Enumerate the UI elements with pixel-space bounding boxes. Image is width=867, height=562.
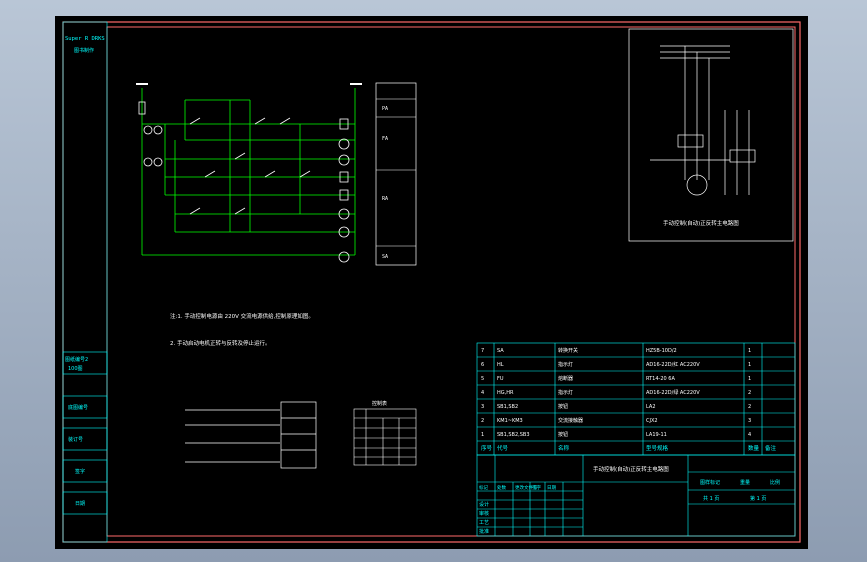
control-table: PA FA RA SA (375, 82, 417, 266)
title-block-craft: 工艺 (479, 520, 489, 526)
control-devices (136, 83, 362, 263)
note-line-1: 注:1. 手动控制电源由 220V 交流电源供给,控制原理如图。 (170, 312, 314, 320)
bom-header-name: 名称 (558, 444, 570, 452)
title-block-scale: 比例 (770, 479, 780, 486)
sidebar-box4: 签字 (75, 468, 85, 475)
bom-cell-name: 交流接触器 (558, 417, 583, 424)
bom-cell-model: LA2 (646, 404, 656, 410)
bom-cell-qty: 1 (748, 362, 751, 368)
bom-cell-code: HL (497, 362, 504, 368)
sidebar-box2: 底图编号 (68, 404, 88, 411)
switch-truth-table-title: 控制表 (372, 400, 387, 407)
bom-cell-no: 2 (481, 418, 484, 424)
sidebar-box1b: 100图 (68, 366, 83, 372)
bom-cell-name: 指示灯 (558, 361, 573, 368)
title-block-approve: 批准 (479, 528, 489, 535)
bom-cell-code: KM1~KM3 (497, 418, 523, 424)
bom-cell-qty: 4 (748, 432, 751, 438)
bom-cell-model: AD16-22D/绿 AC220V (646, 389, 700, 396)
title-block-check: 审核 (479, 510, 489, 517)
bom-cell-code: SB1,SB2 (497, 404, 518, 410)
sidebar-logo-sub: 图书制作 (74, 47, 94, 54)
control-table-row-3: SA (382, 254, 388, 260)
bom-cell-code: FU (497, 376, 504, 382)
sidebar-logo: Super R DRKS (65, 36, 105, 42)
bom-cell-name: 指示灯 (558, 389, 573, 396)
bom-header-model: 型号规格 (646, 444, 669, 452)
bom-cell-name: 按钮 (558, 403, 568, 410)
note-line-2: 2. 手动启动电机正转与反转及停止运行。 (170, 339, 271, 347)
sidebar: Super R DRKS 图书制作 图纸编号2 100图 底图编号 装订号 签字… (62, 21, 108, 543)
notes: 注:1. 手动控制电源由 220V 交流电源供给,控制原理如图。 2. 手动启动… (170, 312, 314, 347)
bom-cell-qty: 1 (748, 348, 751, 354)
main-circuit: 手动控制(自动)正反转主电路图 (628, 28, 794, 242)
bom-cell-qty: 1 (748, 376, 751, 382)
bom-header-no: 序号 (481, 444, 493, 452)
bom-cell-no: 1 (481, 432, 484, 438)
bom-cell-model: CJX2 (646, 418, 658, 424)
title-block-design: 设计 (479, 501, 489, 508)
title-block-label: 签字 (532, 484, 541, 491)
title-block-label: 日期 (547, 485, 556, 491)
bom-cell-name: 熔断器 (558, 375, 573, 382)
drawing-title: 手动控制(自动)正反转主电路图 (593, 465, 669, 473)
sidebar-box5: 日期 (75, 501, 85, 507)
control-table-row-2: RA (382, 196, 388, 202)
bom-cell-model: HZ5B-10D/2 (646, 348, 677, 354)
title-block-label: 标记 (479, 484, 488, 491)
bom-cell-name: 转换开关 (558, 347, 578, 354)
title-block-stage: 图样标记 (700, 479, 720, 486)
bom-cell-code: SB1,SB2,SB3 (497, 432, 530, 438)
switch-diagram (185, 401, 317, 469)
sidebar-box1: 图纸编号2 (65, 356, 88, 363)
bom-cell-no: 7 (481, 348, 484, 354)
bom-cell-qty: 2 (748, 404, 751, 410)
bom-cell-name: 按钮 (558, 431, 568, 438)
bom-header-qty: 数量 (748, 444, 760, 452)
bom-cell-model: RT14-20 6A (646, 376, 675, 382)
bom-cell-no: 6 (481, 362, 484, 368)
title-block-sheets: 共 1 页 (703, 495, 719, 502)
title-block-weight: 重量 (740, 479, 750, 486)
control-table-row-0: PA (382, 106, 388, 112)
bom-header-code: 代号 (497, 444, 509, 452)
bom-header-note: 备注 (765, 444, 777, 452)
control-circuit (141, 88, 356, 256)
drawing-sheet (55, 16, 808, 549)
title-block-label: 更改文件号 (515, 484, 538, 491)
bom-cell-no: 5 (481, 376, 484, 382)
bom-cell-code: SA (497, 348, 504, 354)
bom-cell-qty: 2 (748, 390, 751, 396)
title-block-label: 处数 (497, 484, 506, 491)
bom-cell-model: LA19-11 (646, 432, 667, 438)
switch-truth-table (353, 408, 417, 466)
bom-cell-qty: 3 (748, 418, 751, 424)
bom-cell-model: AD16-22D/红 AC220V (646, 361, 700, 368)
bom-cell-code: HG,HR (497, 390, 514, 396)
bom-cell-no: 4 (481, 390, 484, 396)
title-block (476, 454, 796, 537)
title-block-page: 第 1 页 (750, 495, 766, 502)
sidebar-box3: 装订号 (68, 436, 83, 443)
control-table-row-1: FA (382, 136, 388, 142)
bom-cell-no: 3 (481, 404, 484, 410)
main-circuit-caption: 手动控制(自动)正反转主电路图 (663, 219, 739, 227)
